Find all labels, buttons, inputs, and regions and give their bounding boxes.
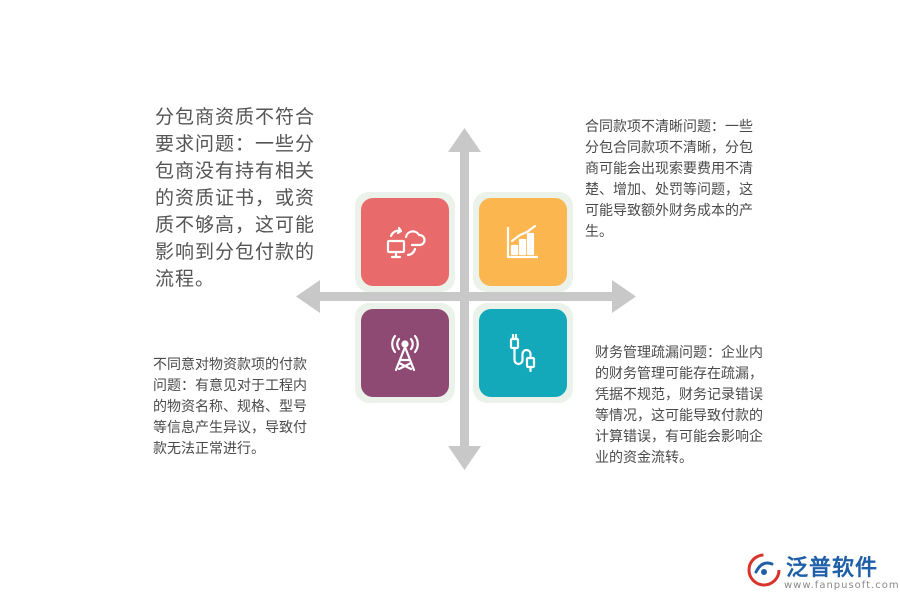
signal-tower-icon (391, 334, 419, 372)
fanpu-logo-mark-icon (747, 553, 781, 587)
top-right-tile-face (479, 198, 567, 286)
right-arrow-head (612, 280, 636, 313)
logo-name: 泛普软件 (786, 556, 879, 581)
top-left-tile-face (361, 198, 449, 286)
down-arrow-head (448, 446, 481, 470)
bottom-left-tile-face (361, 309, 449, 397)
bar-chart-icon (506, 224, 538, 259)
bottom-left-description: 不同意对物资款项的付款 问题：有意见对于工程内 的物资名称、规格、型号 等信息产… (153, 357, 307, 457)
fanpu-logo: 泛普软件 www.fanpusoft.com (746, 550, 899, 594)
bottom-right-tile-face (479, 309, 567, 397)
top-right-description: 合同款项不清晰问题：一些 分包合同款项不清晰，分包 商可能会出现索要费用不清 楚… (585, 119, 753, 240)
top-left-tile (355, 192, 455, 292)
vertical-arrow-shaft (460, 150, 469, 455)
bottom-right-tile (473, 303, 573, 403)
bottom-right-description: 财务管理疏漏问题：企业内 的财务管理可能存在疏漏， 凭据不规范，财务记录错误 等… (595, 345, 763, 466)
top-right-tile (473, 192, 573, 292)
horizontal-arrow-shaft (318, 292, 613, 301)
up-arrow-head (448, 128, 481, 152)
left-arrow-head (296, 280, 320, 313)
bottom-left-tile (355, 303, 455, 403)
cable-connector-icon (509, 333, 536, 373)
logo-url: www.fanpusoft.com (784, 580, 900, 591)
cloud-computer-sync-icon (386, 226, 426, 259)
top-left-description: 分包商资质不符合 要求问题：一些分 包商没有持有相关 的资质证书，或资 质不够高… (155, 106, 316, 290)
